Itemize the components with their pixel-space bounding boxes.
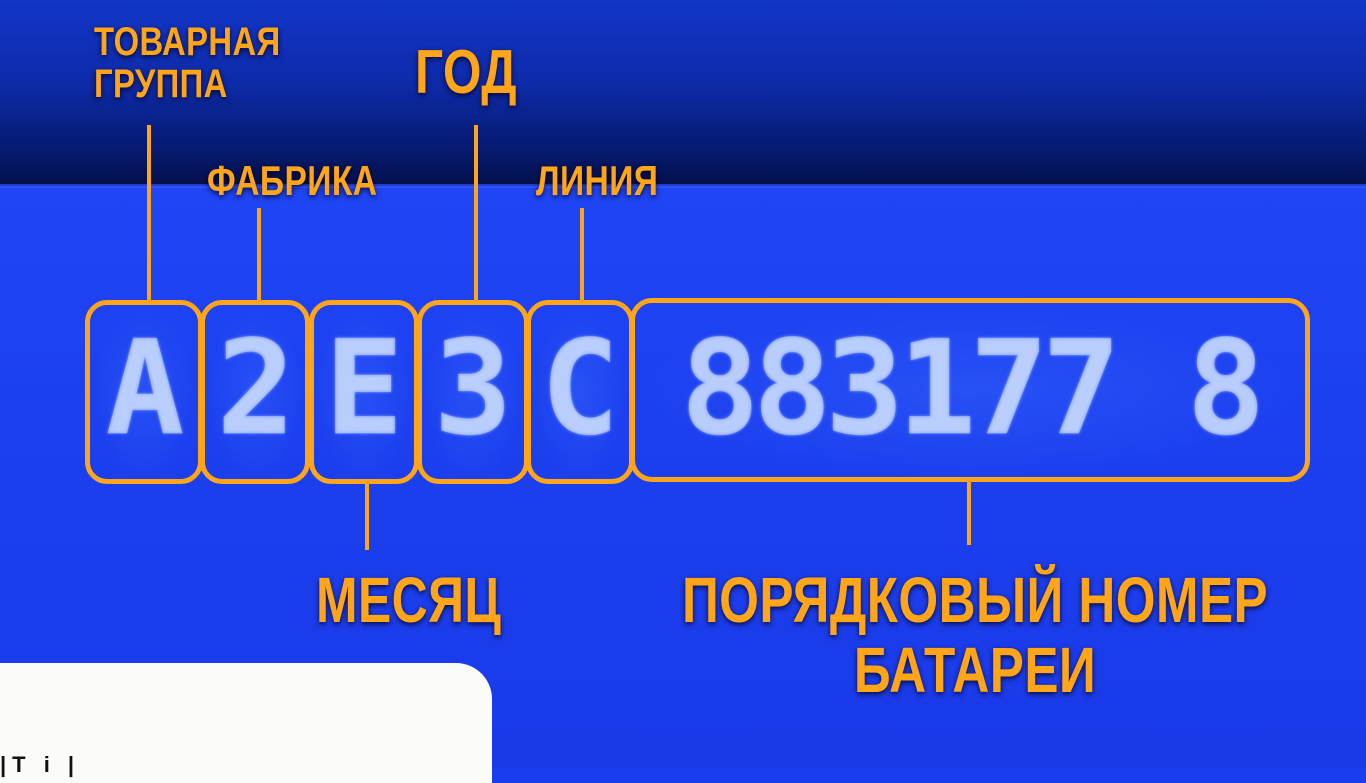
box-factory [200,300,310,484]
label-month: МЕСЯЦ [316,564,502,636]
connector-line [580,208,584,303]
label-serial-line2: БАТАРЕИ [853,634,1097,706]
label-product-group-line2: ГРУППА [94,62,228,106]
embossed-product-group: A [105,312,185,464]
white-sticker [0,663,492,783]
connector-product-group [147,125,151,303]
label-product-group: ТОВАРНАЯ ГРУППА [94,22,322,104]
label-serial-number: ПОРЯДКОВЫЙ НОМЕР БАТАРЕИ [655,568,1295,702]
connector-year [474,125,478,303]
connector-serial [967,480,971,545]
embossed-factory: 2 [216,312,296,464]
battery-edge [0,184,1366,188]
embossed-month: E [324,312,404,464]
sticker-text: |T i | [0,752,81,777]
label-factory: ФАБРИКА [207,157,378,204]
label-serial-line1: ПОРЯДКОВЫЙ НОМЕР [681,564,1269,636]
embossed-year: 3 [433,312,513,464]
embossed-line: C [540,312,620,464]
connector-month [365,480,369,550]
connector-factory [257,208,261,303]
label-product-group-line1: ТОВАРНАЯ [94,20,281,64]
label-year: ГОД [415,38,517,107]
box-serial-number [630,298,1310,482]
battery-top-surface [0,0,1366,188]
label-line: ЛИНИЯ [536,157,659,204]
box-month [309,300,419,484]
box-year [417,300,529,484]
embossed-serial-number: 883177 8 [680,312,1265,464]
box-product-group [85,300,203,484]
